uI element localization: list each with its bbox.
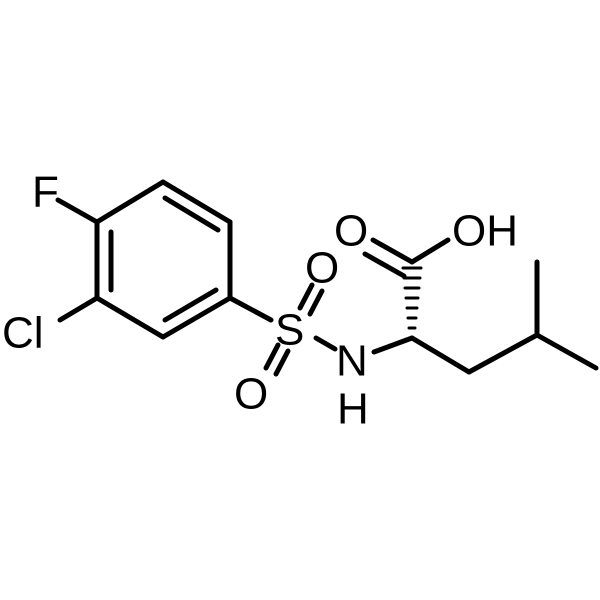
c-o-carbonyl-double-bond-a <box>370 237 415 265</box>
benzene-ring <box>94 179 233 340</box>
ring-bond-3 <box>160 295 233 340</box>
amine-nitrogen-label: N <box>336 337 368 386</box>
c-s-bond <box>227 295 274 323</box>
ring-double-bond-inner-1 <box>162 195 221 233</box>
ring-bond-4 <box>94 295 166 340</box>
ring-bond-6 <box>94 179 166 225</box>
c-cl-bond <box>57 295 100 323</box>
c-f-bond <box>55 197 100 225</box>
hydroxyl-label: OH <box>452 207 518 256</box>
carbonyl-oxygen-label: O <box>334 207 368 256</box>
sulfonyl-oxygen-top-label: O <box>305 244 339 293</box>
s-o-top-double-bond-a <box>297 282 315 311</box>
calpha-cbeta-bond <box>409 335 472 375</box>
s-o-top-double-bond-b <box>307 288 325 317</box>
ring-double-bond-inner-2 <box>162 287 219 323</box>
s-n-bond <box>313 335 338 352</box>
cgamma-methyl-right-bond <box>534 332 599 371</box>
sulfur-label: S <box>275 306 304 355</box>
amine-hydrogen-label: H <box>337 385 369 434</box>
c-oh-bond <box>409 237 451 265</box>
s-o-bottom-double-bond-a <box>273 348 291 377</box>
stereo-hash-bond <box>401 266 423 330</box>
fluorine-label: F <box>32 168 59 217</box>
cbeta-cgamma-bond <box>466 332 540 375</box>
chlorine-label: Cl <box>2 309 44 358</box>
ring-bond-1 <box>160 179 233 225</box>
c-o-carbonyl-double-bond-b <box>362 251 407 279</box>
s-o-bottom-double-bond-b <box>263 342 281 371</box>
sulfonyl-oxygen-bottom-label: O <box>234 370 268 419</box>
n-calpha-bond <box>371 335 415 355</box>
